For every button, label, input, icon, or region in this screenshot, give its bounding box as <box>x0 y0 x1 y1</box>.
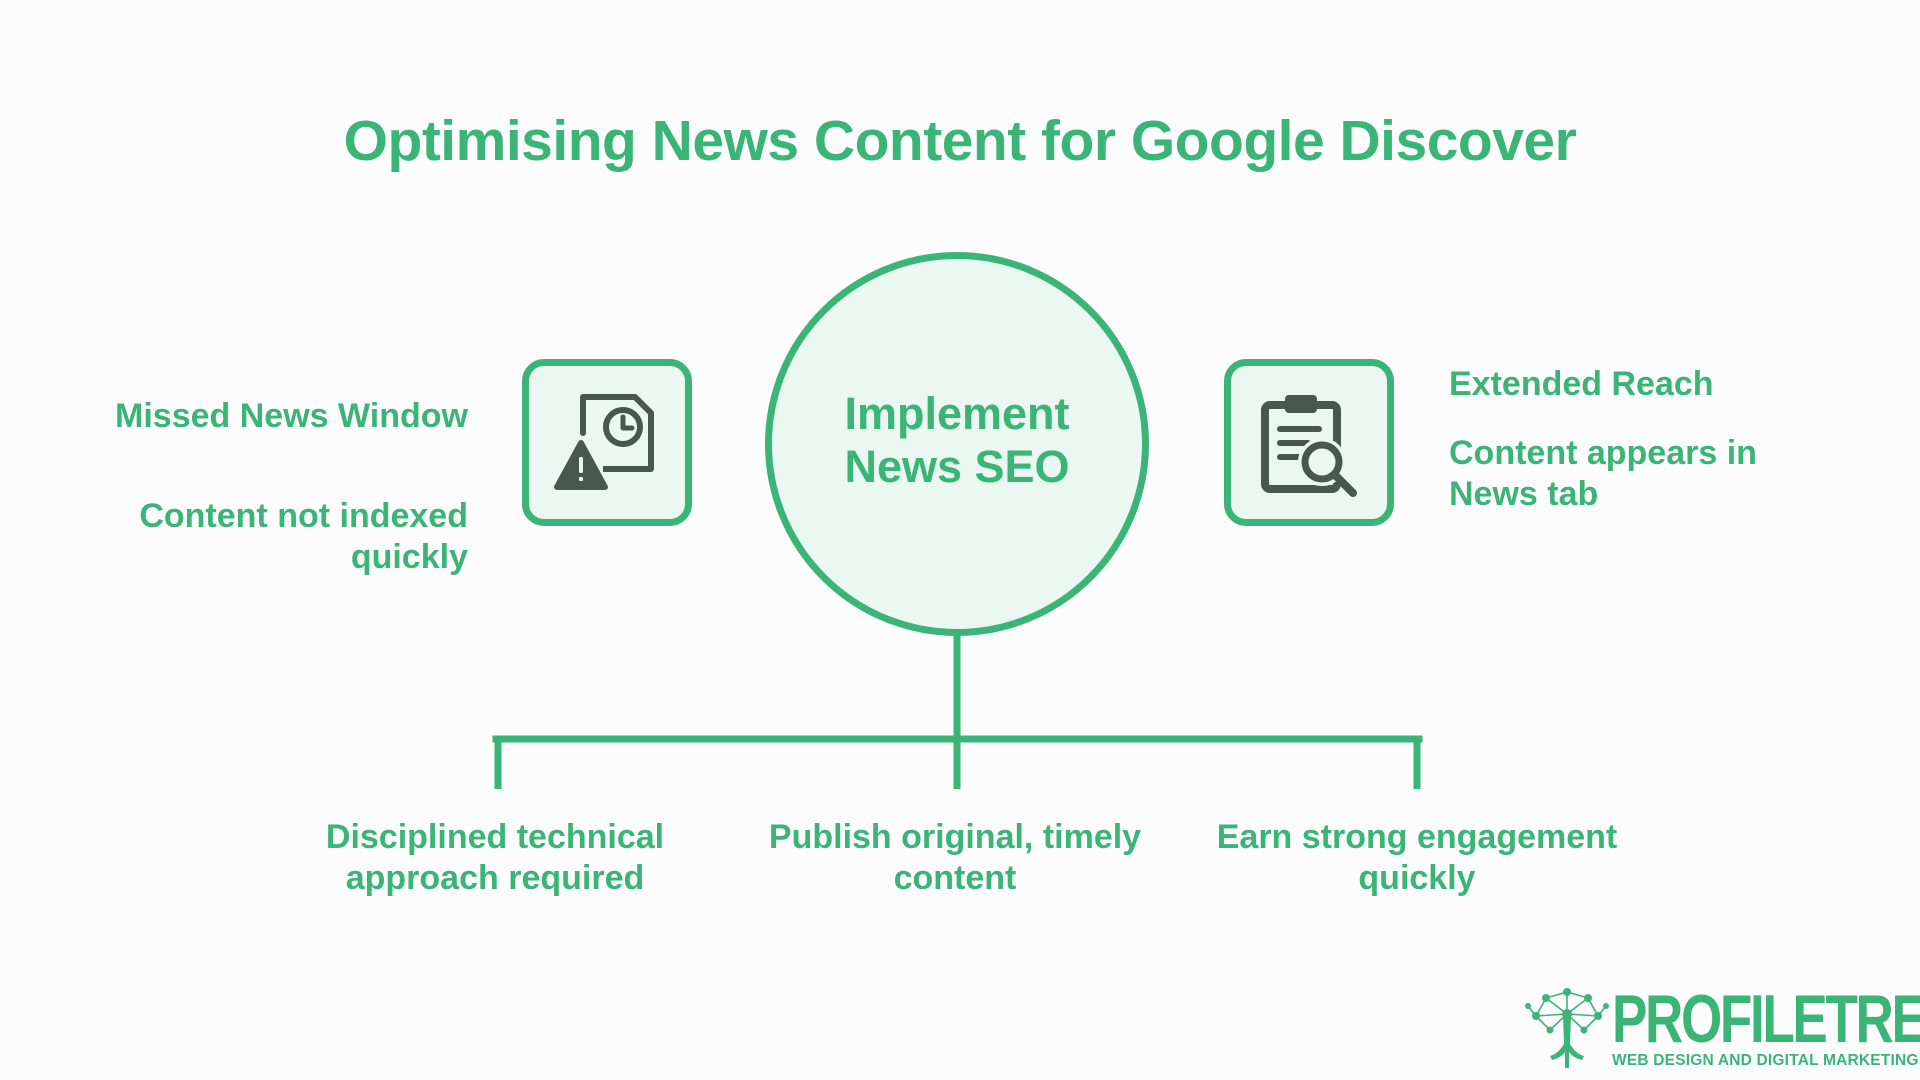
logo-word-tree: TREE <box>1825 981 1920 1057</box>
logo-tagline: WEB DESIGN AND DIGITAL MARKETING <box>1612 1052 1919 1069</box>
clipboard-search-icon <box>1261 394 1357 497</box>
right-icon-box <box>1224 359 1394 526</box>
branch-label-center: Publish original, timely content <box>768 818 1142 897</box>
hub-label-line1: Implement <box>844 388 1070 439</box>
logo-wordmark: PROFILETREE <box>1612 984 1920 1054</box>
hub-label: Implement News SEO <box>807 387 1107 493</box>
tree-network-icon <box>1525 988 1609 1068</box>
right-item-title: Extended Reach <box>1449 365 1714 403</box>
document-clock-warning-icon <box>554 393 654 490</box>
hub-label-line2: News SEO <box>844 441 1070 492</box>
page-title: Optimising News Content for Google Disco… <box>343 109 1577 173</box>
hub-circle: Implement News SEO <box>765 252 1149 636</box>
right-item-description: Content appears in News tab <box>1449 434 1757 513</box>
branch-label-left: Disciplined technical approach required <box>325 818 665 897</box>
left-item-description: Content not indexed quickly <box>139 497 468 576</box>
logo-word-profile: PROFILE <box>1612 981 1828 1057</box>
branch-label-right: Earn strong engagement quickly <box>1216 818 1618 897</box>
left-icon-box <box>522 359 692 526</box>
left-item-title: Missed News Window <box>115 397 468 435</box>
profiletree-logo: PROFILETREE WEB DESIGN AND DIGITAL MARKE… <box>1524 984 1920 1070</box>
